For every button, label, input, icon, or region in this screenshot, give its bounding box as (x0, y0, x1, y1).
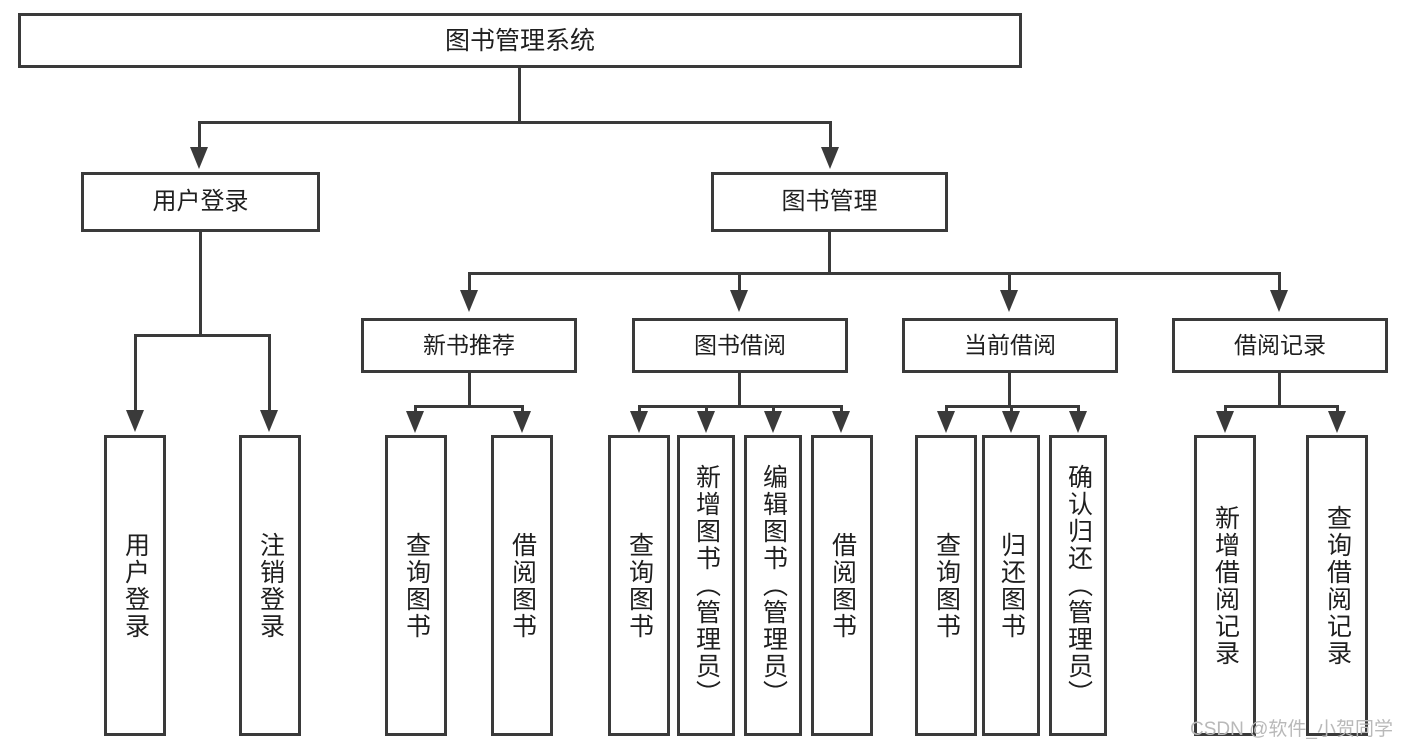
leaf-nbr-query-book[interactable]: 查询图书 (385, 435, 447, 736)
leaf-bb-edit-book-admin[interactable]: 编辑图书（管理员） (744, 435, 802, 736)
arrowhead-to-book-borrow (730, 290, 748, 312)
connector-current-borrow-stem (1008, 373, 1011, 407)
connector-nbr-drop-2 (521, 405, 524, 413)
node-label: 确认归还（管理员） (1064, 464, 1093, 707)
node-label: 图书管理系统 (444, 26, 595, 55)
connector-book-borrow-stem (738, 373, 741, 407)
connector-new-book-recommend-stem (468, 373, 471, 407)
connector-borrow-record-bar (1224, 405, 1339, 408)
connector-borrow-record-stem (1278, 373, 1281, 407)
connector-bb-drop-4 (840, 405, 843, 413)
connector-to-borrow-record (1278, 272, 1281, 292)
arrowhead-cb-leaf-2 (1002, 411, 1020, 433)
leaf-user-login-logout[interactable]: 注销登录 (239, 435, 301, 736)
connector-book-manage-stem (828, 232, 831, 274)
node-label: 查询图书 (625, 531, 654, 640)
connector-user-login-stem (199, 232, 202, 336)
node-label: 新增图书（管理员） (692, 464, 721, 707)
connector-nbr-drop-1 (414, 405, 417, 413)
leaf-br-add-record[interactable]: 新增借阅记录 (1194, 435, 1256, 736)
node-label: 查询图书 (402, 531, 431, 640)
arrowhead-to-new-book-recommend (460, 290, 478, 312)
arrowhead-nbr-leaf-1 (406, 411, 424, 433)
connector-book-manage-bar (468, 272, 1281, 275)
leaf-cb-query-book[interactable]: 查询图书 (915, 435, 977, 736)
connector-bb-drop-3 (772, 405, 775, 413)
arrowhead-to-current-borrow (1000, 290, 1018, 312)
arrowhead-bb-leaf-3 (764, 411, 782, 433)
node-current-borrow[interactable]: 当前借阅 (902, 318, 1118, 373)
connector-cb-drop-3 (1077, 405, 1080, 413)
connector-to-book-borrow (738, 272, 741, 292)
node-book-borrow[interactable]: 图书借阅 (632, 318, 848, 373)
node-label: 借阅记录 (1234, 331, 1326, 358)
node-book-manage[interactable]: 图书管理 (711, 172, 948, 232)
leaf-cb-return-book[interactable]: 归还图书 (982, 435, 1040, 736)
arrowhead-user-login-leaf-2 (260, 410, 278, 432)
connector-user-login-bar (134, 334, 271, 337)
node-user-login[interactable]: 用户登录 (81, 172, 320, 232)
connector-cb-drop-2 (1010, 405, 1013, 413)
arrowhead-bb-leaf-1 (630, 411, 648, 433)
node-label: 查询图书 (932, 531, 961, 640)
node-label: 注销登录 (256, 531, 285, 640)
node-label: 查询借阅记录 (1323, 504, 1352, 667)
csdn-watermark: CSDN @软件_小贺同学 (1190, 719, 1393, 740)
leaf-nbr-borrow-book[interactable]: 借阅图书 (491, 435, 553, 736)
node-label: 图书借阅 (694, 331, 786, 358)
leaf-cb-confirm-return-admin[interactable]: 确认归还（管理员） (1049, 435, 1107, 736)
connector-root-stem (518, 68, 521, 121)
connector-user-login-right-drop (268, 334, 271, 412)
arrowhead-cb-leaf-3 (1069, 411, 1087, 433)
node-label: 当前借阅 (964, 331, 1056, 358)
connector-new-book-recommend-bar (414, 405, 524, 408)
arrowhead-br-leaf-1 (1216, 411, 1234, 433)
arrowhead-to-borrow-record (1270, 290, 1288, 312)
node-new-book-recommend[interactable]: 新书推荐 (361, 318, 577, 373)
node-label: 用户登录 (121, 531, 150, 640)
connector-bb-drop-2 (705, 405, 708, 413)
connector-user-login-left-drop (134, 334, 137, 412)
connector-book-borrow-bar (638, 405, 843, 408)
arrowhead-br-leaf-2 (1328, 411, 1346, 433)
arrowhead-to-user-login (190, 147, 208, 169)
connector-root-to-user-login (198, 121, 201, 149)
connector-to-current-borrow (1008, 272, 1011, 292)
leaf-bb-query-book[interactable]: 查询图书 (608, 435, 670, 736)
connector-root-to-book-manage (829, 121, 832, 149)
node-label: 图书管理 (781, 187, 878, 215)
node-label: 新增借阅记录 (1211, 504, 1240, 667)
leaf-bb-add-book-admin[interactable]: 新增图书（管理员） (677, 435, 735, 736)
node-label: 新书推荐 (423, 331, 515, 358)
arrowhead-cb-leaf-1 (937, 411, 955, 433)
node-root-system[interactable]: 图书管理系统 (18, 13, 1022, 68)
connector-cb-drop-1 (945, 405, 948, 413)
connector-br-drop-1 (1224, 405, 1227, 413)
node-label: 借阅图书 (508, 531, 537, 640)
arrowhead-user-login-leaf-1 (126, 410, 144, 432)
node-label: 编辑图书（管理员） (759, 464, 788, 707)
node-label: 归还图书 (997, 531, 1026, 640)
node-borrow-record[interactable]: 借阅记录 (1172, 318, 1388, 373)
arrowhead-bb-leaf-4 (832, 411, 850, 433)
node-label: 借阅图书 (828, 531, 857, 640)
leaf-bb-borrow-book[interactable]: 借阅图书 (811, 435, 873, 736)
leaf-user-login-login[interactable]: 用户登录 (104, 435, 166, 736)
arrowhead-to-book-manage (821, 147, 839, 169)
connector-to-new-book-recommend (468, 272, 471, 292)
connector-bb-drop-1 (638, 405, 641, 413)
connector-br-drop-2 (1336, 405, 1339, 413)
connector-root-bar (198, 121, 832, 124)
arrowhead-nbr-leaf-2 (513, 411, 531, 433)
leaf-br-query-record[interactable]: 查询借阅记录 (1306, 435, 1368, 736)
arrowhead-bb-leaf-2 (697, 411, 715, 433)
node-label: 用户登录 (152, 187, 249, 215)
